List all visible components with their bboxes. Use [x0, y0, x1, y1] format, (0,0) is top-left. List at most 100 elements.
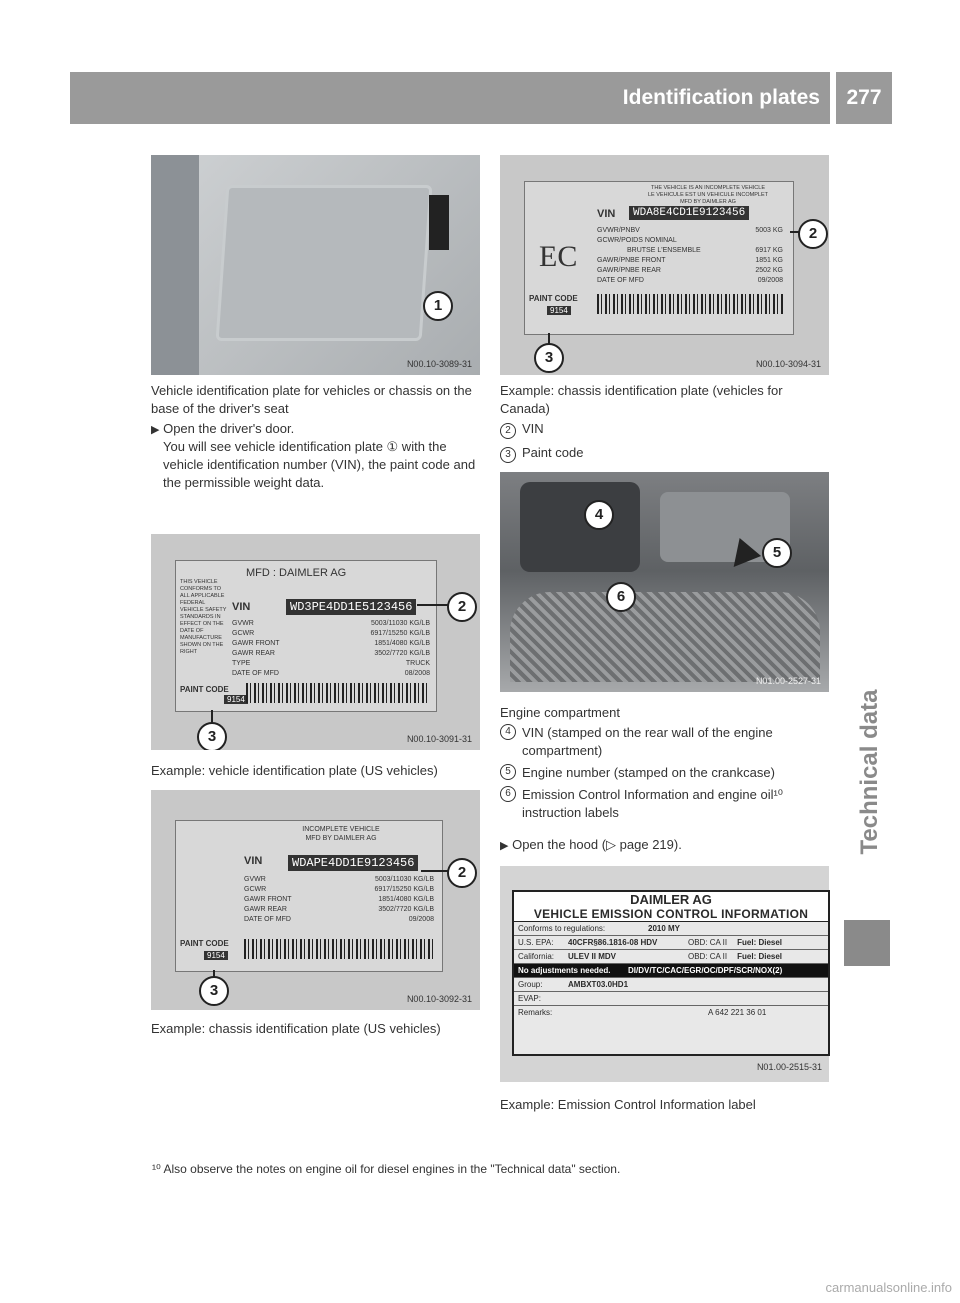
fig4-caption: Example: chassis identification plate (U…	[151, 1021, 441, 1036]
callout-6: 6	[606, 582, 636, 612]
leader-line	[213, 970, 215, 978]
legend-text: Engine number (stamped on the crankcase)	[522, 765, 775, 780]
vin-label: VIN	[244, 855, 263, 867]
legend-item: 4 VIN (stamped on the rear wall of the en…	[500, 724, 830, 760]
callout-1: 1	[423, 291, 453, 321]
callout-3: 3	[197, 722, 227, 750]
callout-2: 2	[798, 219, 828, 249]
us-chassis-plate: INCOMPLETE VEHICLE MFD BY DAIMLER AG VIN…	[175, 820, 443, 972]
legend-number: 5	[500, 764, 516, 780]
fig1-step: ▶ Open the driver's door.	[151, 421, 295, 436]
figure-code: N00.10-3089-31	[406, 359, 472, 369]
legend-text: Emission Control Information and engine …	[522, 787, 784, 820]
paint-code-label: PAINT CODE	[180, 939, 229, 948]
engine-block	[520, 482, 640, 572]
leader-line	[548, 333, 550, 345]
open-hood-link[interactable]: Open the hood (▷ page 219).	[512, 837, 682, 852]
paint-code-label: PAINT CODE	[180, 685, 229, 694]
barcode	[244, 939, 434, 959]
fig3-caption: Example: vehicle identification plate (U…	[151, 763, 438, 778]
legend-number: 4	[500, 724, 516, 740]
vin-value: WDA8E4CD1E9123456	[629, 206, 750, 220]
legend-text: VIN (stamped on the rear wall of the eng…	[522, 725, 773, 758]
page-number-box	[836, 72, 892, 124]
fig6-caption: Example: Emission Control Information la…	[500, 1097, 756, 1112]
section-tab: Technical data	[844, 650, 890, 910]
vin-label: VIN	[597, 208, 616, 220]
figure-us-chassis-plate: INCOMPLETE VEHICLE MFD BY DAIMLER AG VIN…	[151, 790, 480, 1010]
fig1-result: You will see vehicle identification plat…	[163, 439, 476, 490]
legend-number: 2	[500, 423, 516, 439]
legend-text: Paint code	[522, 445, 584, 460]
callout-2: 2	[447, 858, 477, 888]
safety-statement: THIS VEHICLE CONFORMS TO ALL APPLICABLE …	[180, 579, 227, 655]
plate-header: INCOMPLETE VEHICLE MFD BY DAIMLER AG	[266, 825, 416, 843]
paint-code-value: 9154	[547, 306, 571, 315]
emission-manufacturer: DAIMLER AG	[514, 892, 828, 907]
emission-control-label: DAIMLER AG VEHICLE EMISSION CONTROL INFO…	[512, 890, 830, 1056]
legend-item: 6 Emission Control Information and engine…	[500, 786, 830, 822]
figure-code: N00.10-3094-31	[755, 359, 821, 369]
emission-row: Conforms to regulations:2010 MY	[514, 922, 828, 936]
callout-4: 4	[584, 500, 614, 530]
plate-header-line: MFD BY DAIMLER AG	[680, 199, 736, 205]
legend-item: 2 VIN	[500, 420, 544, 439]
figure-us-vehicle-plate: THIS VEHICLE CONFORMS TO ALL APPLICABLE …	[151, 534, 480, 750]
figure-canada-chassis-plate: EC THE VEHICLE IS AN INCOMPLETE VEHICLE …	[500, 155, 829, 375]
fig1-step-text: Open the driver's door.	[163, 421, 295, 436]
callout-2: 2	[447, 592, 477, 622]
figure-code: N01.00-2515-31	[756, 1062, 822, 1072]
fig1-caption: Vehicle identification plate for vehicle…	[151, 383, 472, 416]
ec-mark: EC	[539, 240, 578, 273]
emission-row: Remarks:A 642 221 36 01	[518, 1008, 767, 1017]
figure-code: N00.10-3092-31	[406, 994, 472, 1004]
vin-label: VIN	[232, 601, 251, 613]
emission-row: EVAP:	[514, 992, 828, 1006]
vin-value: WDAPE4DD1E9123456	[288, 855, 419, 871]
fig5-caption: Engine compartment	[500, 705, 620, 720]
paint-code-label: PAINT CODE	[529, 294, 578, 303]
fig2-caption: Example: chassis identification plate (v…	[500, 383, 783, 416]
plate-header-line: LE VEHICULE EST UN VEHICULE INCOMPLET	[647, 192, 768, 198]
row: GCWR/POIDS NOMINAL	[597, 237, 677, 244]
paint-code-value: 9154	[224, 695, 248, 704]
canada-chassis-plate: EC THE VEHICLE IS AN INCOMPLETE VEHICLE …	[524, 181, 794, 335]
page-number: 277	[846, 86, 882, 109]
radiator-grille	[510, 592, 820, 682]
leader-line	[211, 710, 213, 724]
callout-5: 5	[762, 538, 792, 568]
watermark: carmanualsonline.info	[825, 1280, 952, 1295]
legend-number: 6	[500, 786, 516, 802]
page-title: Identification plates	[622, 86, 820, 109]
header-bar	[70, 72, 830, 124]
us-vehicle-plate: THIS VEHICLE CONFORMS TO ALL APPLICABLE …	[175, 560, 437, 712]
callout-3: 3	[534, 343, 564, 373]
plate-header-line: THE VEHICLE IS AN INCOMPLETE VEHICLE	[650, 185, 765, 191]
plate-header: THE VEHICLE IS AN INCOMPLETE VEHICLE LE …	[633, 185, 783, 206]
figure-code: N00.10-3091-31	[406, 734, 472, 744]
manufacturer: MFD : DAIMLER AG	[246, 567, 347, 579]
emission-row: No adjustments needed.DI/DV/TC/CAC/EGR/O…	[514, 964, 828, 978]
barcode	[597, 294, 785, 314]
section-tab-label: Technical data	[856, 689, 883, 855]
leader-line	[421, 870, 451, 872]
legend-text: VIN	[522, 421, 544, 436]
